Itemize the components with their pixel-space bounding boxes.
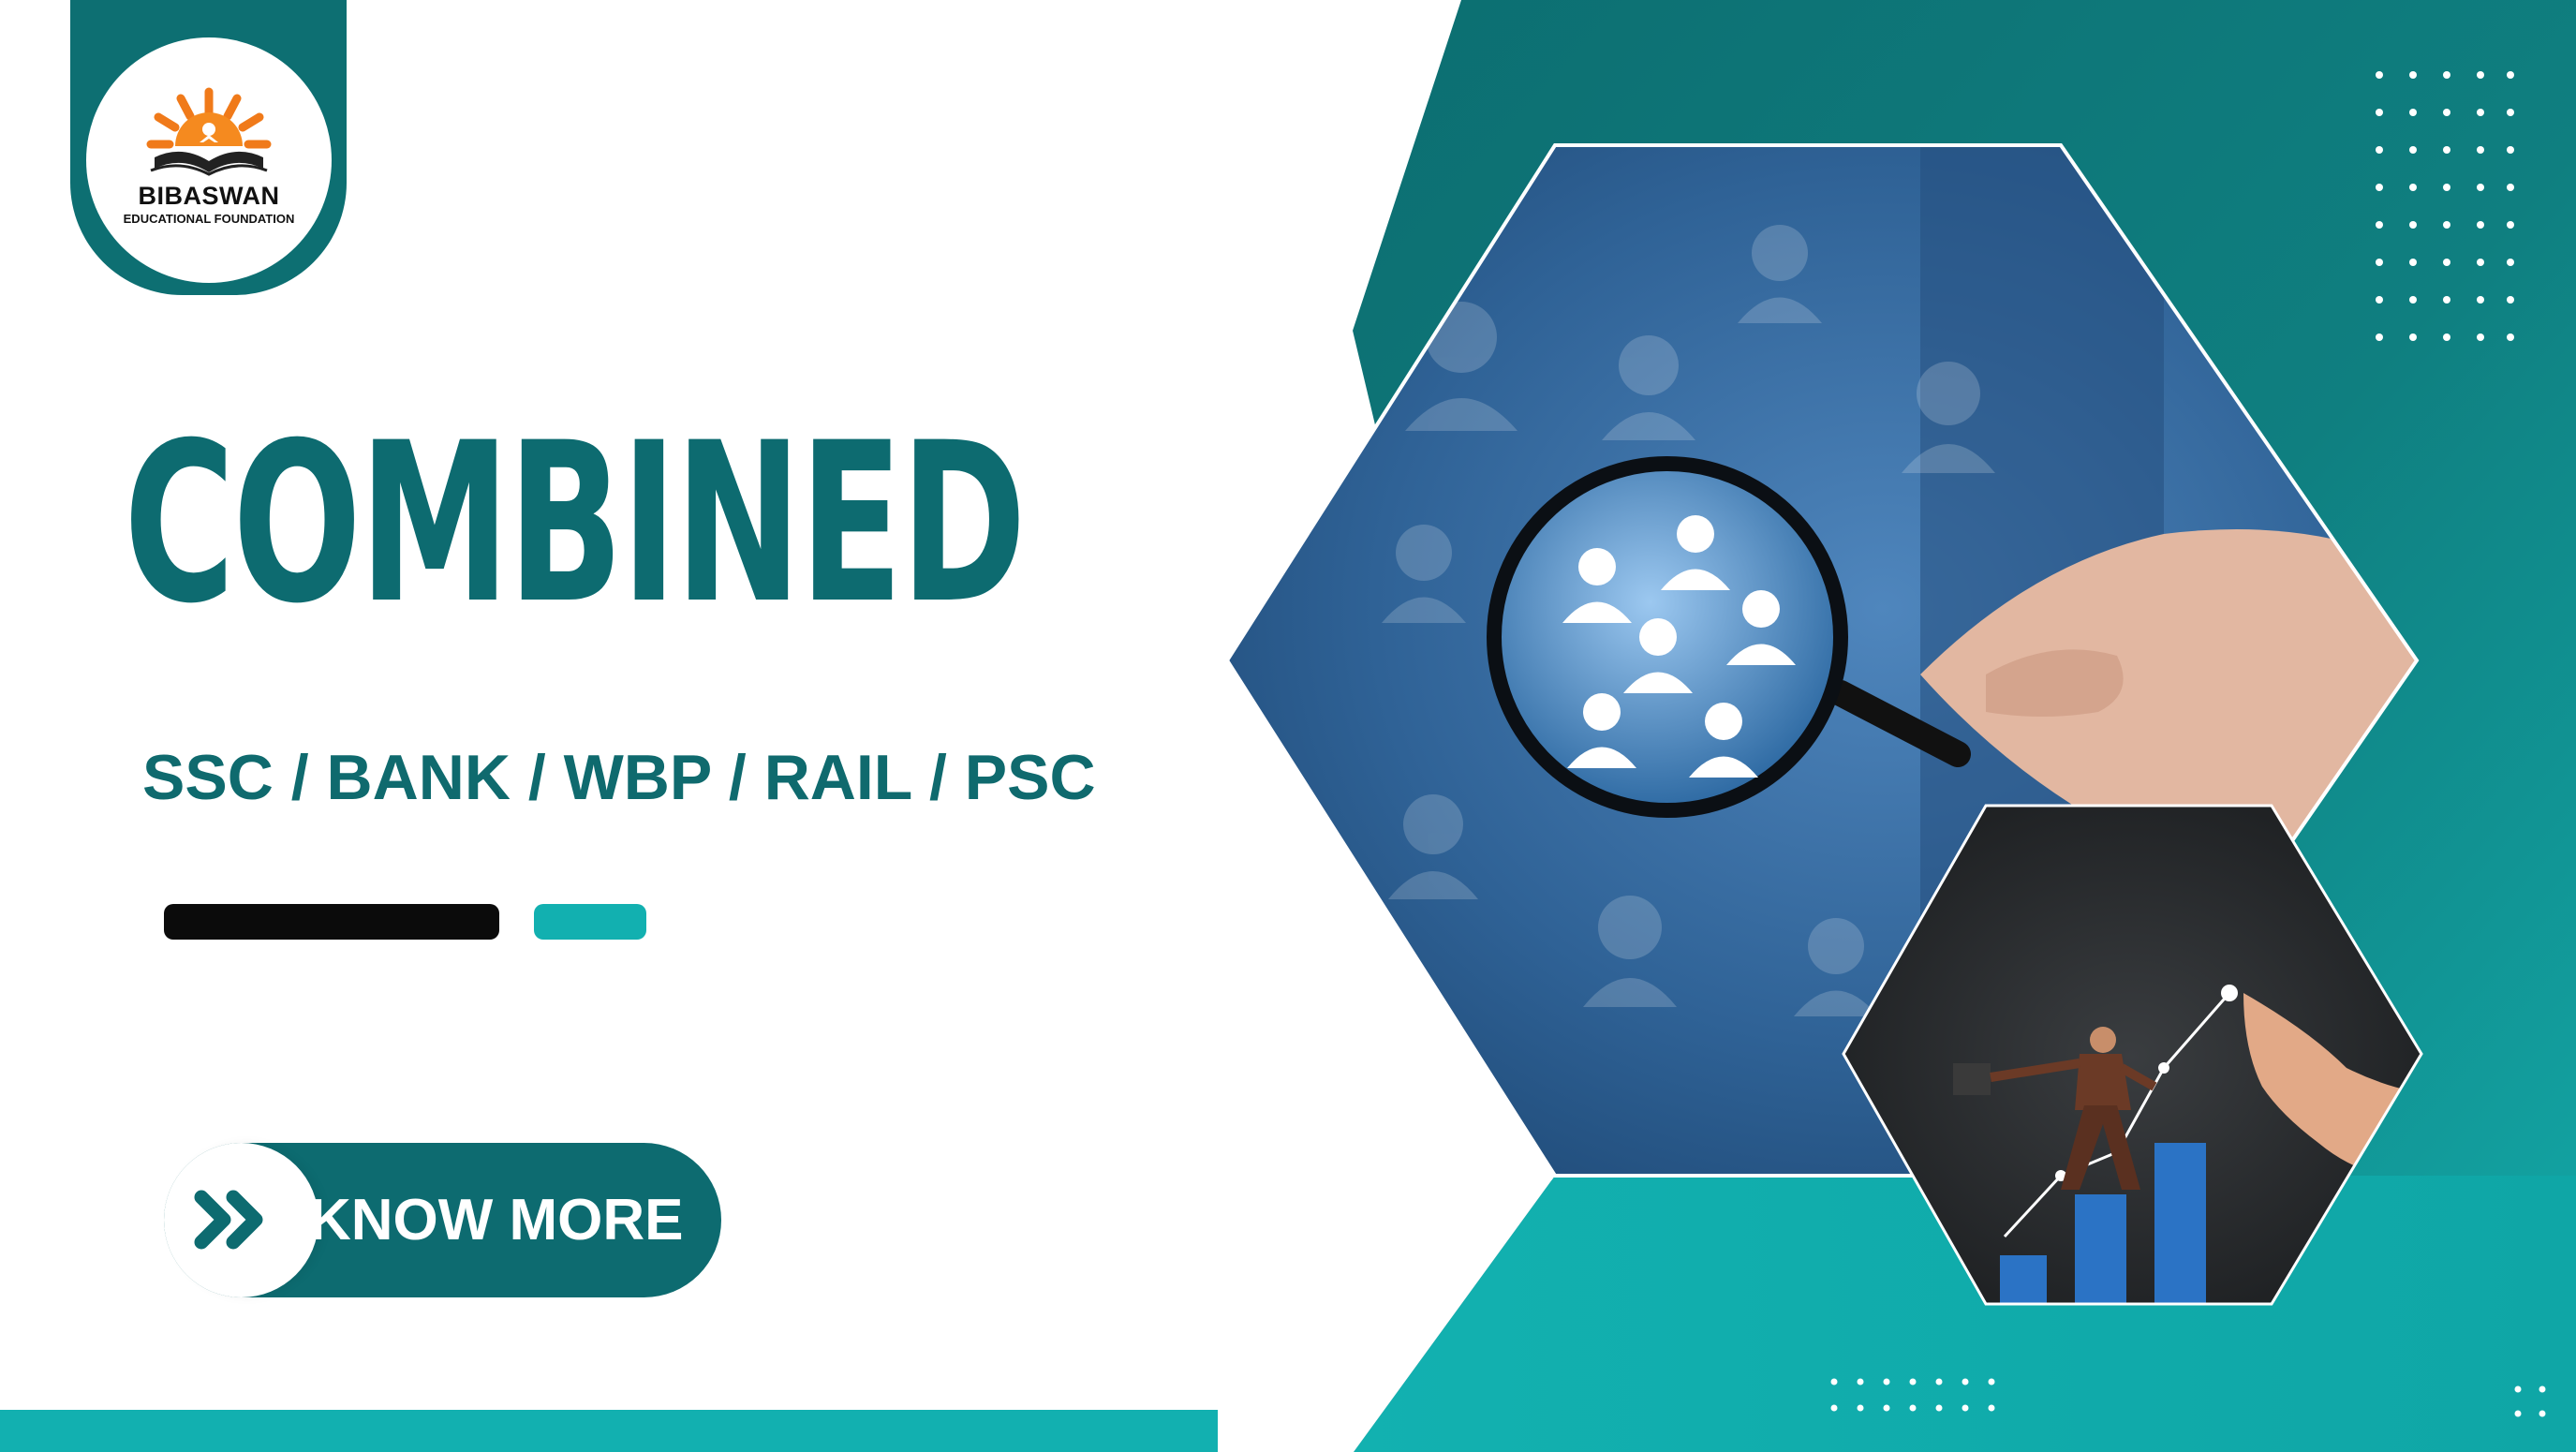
decor-bar-teal (534, 904, 646, 940)
logo-badge (86, 37, 332, 283)
dot-grid-bottom-right (2514, 1385, 2546, 1417)
decor-bar-black (164, 904, 499, 940)
brand-tagline: EDUCATIONAL FOUNDATION (123, 212, 295, 226)
brand-name: BIBASWAN (138, 182, 280, 210)
dot-grid-bottom (1830, 1378, 1995, 1412)
dot-grid-top-right (2376, 71, 2514, 341)
double-chevron-right-icon (194, 1190, 263, 1250)
bottom-accent-bar (0, 1410, 1218, 1452)
know-more-label[interactable]: KNOW MORE (309, 1188, 684, 1252)
know-more-icon-badge[interactable] (164, 1143, 318, 1297)
exam-list: SSC / BANK / WBP / RAIL / PSC (142, 742, 1096, 813)
sun-book-logo-icon (146, 87, 272, 176)
headline: COMBINED (124, 396, 1027, 652)
